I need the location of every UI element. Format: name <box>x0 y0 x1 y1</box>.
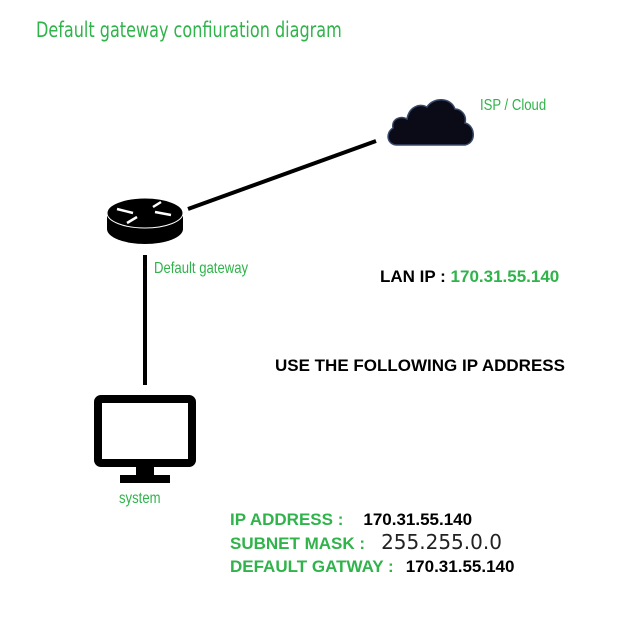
lan-ip: LAN IP : 170.31.55.140 <box>380 267 559 287</box>
router-icon <box>106 197 184 244</box>
config-label: DEFAULT GATWAY : <box>230 557 394 576</box>
lan-ip-value: 170.31.55.140 <box>450 267 560 286</box>
router-cloud-link <box>187 139 377 211</box>
router-label: Default gateway <box>154 260 249 277</box>
instruction-text: USE THE FOLLOWING IP ADDRESS <box>275 356 565 375</box>
config-default-gateway: DEFAULT GATWAY : 170.31.55.140 <box>230 555 514 578</box>
config-value: 170.31.55.140 <box>405 557 515 576</box>
system-label: system <box>119 490 161 507</box>
config-value: 170.31.55.140 <box>363 510 473 529</box>
config-subnet-mask: SUBNET MASK : 255.255.0.0 <box>230 531 514 555</box>
monitor-icon <box>94 395 196 483</box>
diagram-title: Default gateway confiuration diagram <box>36 18 342 42</box>
config-label: SUBNET MASK : <box>230 534 366 553</box>
cloud-label: ISP / Cloud <box>480 97 547 114</box>
lan-ip-label: LAN IP : <box>380 267 446 286</box>
config-value: 255.255.0.0 <box>381 530 502 554</box>
config-ip-address: IP ADDRESS : 170.31.55.140 <box>230 508 514 531</box>
cloud-icon <box>387 99 474 146</box>
ip-config-list: IP ADDRESS : 170.31.55.140 SUBNET MASK : 2… <box>230 508 514 578</box>
config-label: IP ADDRESS : <box>230 510 344 529</box>
